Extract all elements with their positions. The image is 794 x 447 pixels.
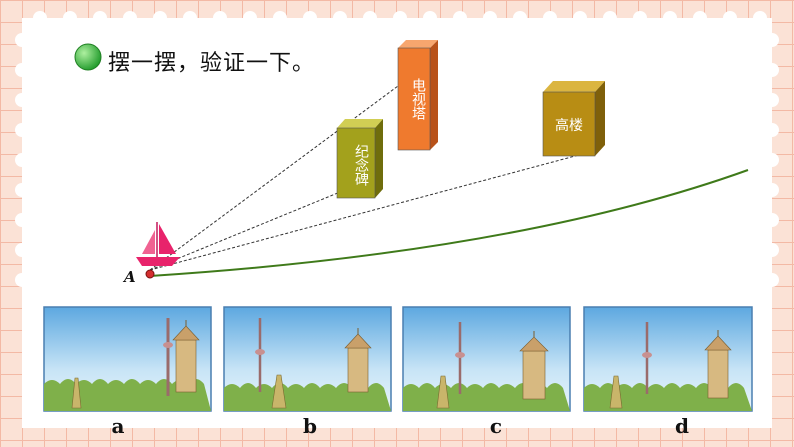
sight-lines (149, 85, 591, 271)
point-a-marker (145, 269, 155, 279)
option-picture-a[interactable] (43, 306, 212, 412)
monument-block (336, 119, 383, 199)
travel-path-line (149, 169, 749, 277)
tall-building-block (542, 81, 605, 157)
tv-tower-block (397, 40, 438, 151)
page-title: 摆一摆，验证一下。 (108, 51, 316, 76)
option-label-c: c (489, 414, 503, 438)
option-label-b: b (303, 414, 317, 438)
title-bullet-icon (74, 43, 102, 71)
point-a-label: A (124, 268, 136, 286)
option-picture-c[interactable] (402, 306, 571, 412)
sailboat-icon (136, 222, 180, 266)
option-picture-b[interactable] (223, 306, 392, 412)
monument-label: 纪念碑 (353, 144, 369, 186)
tv-tower-label: 电视塔 (410, 78, 426, 120)
tall-building-label: 高楼 (555, 118, 583, 134)
option-label-a: a (111, 414, 125, 438)
option-label-d: d (675, 414, 689, 438)
option-picture-d[interactable] (583, 306, 753, 412)
